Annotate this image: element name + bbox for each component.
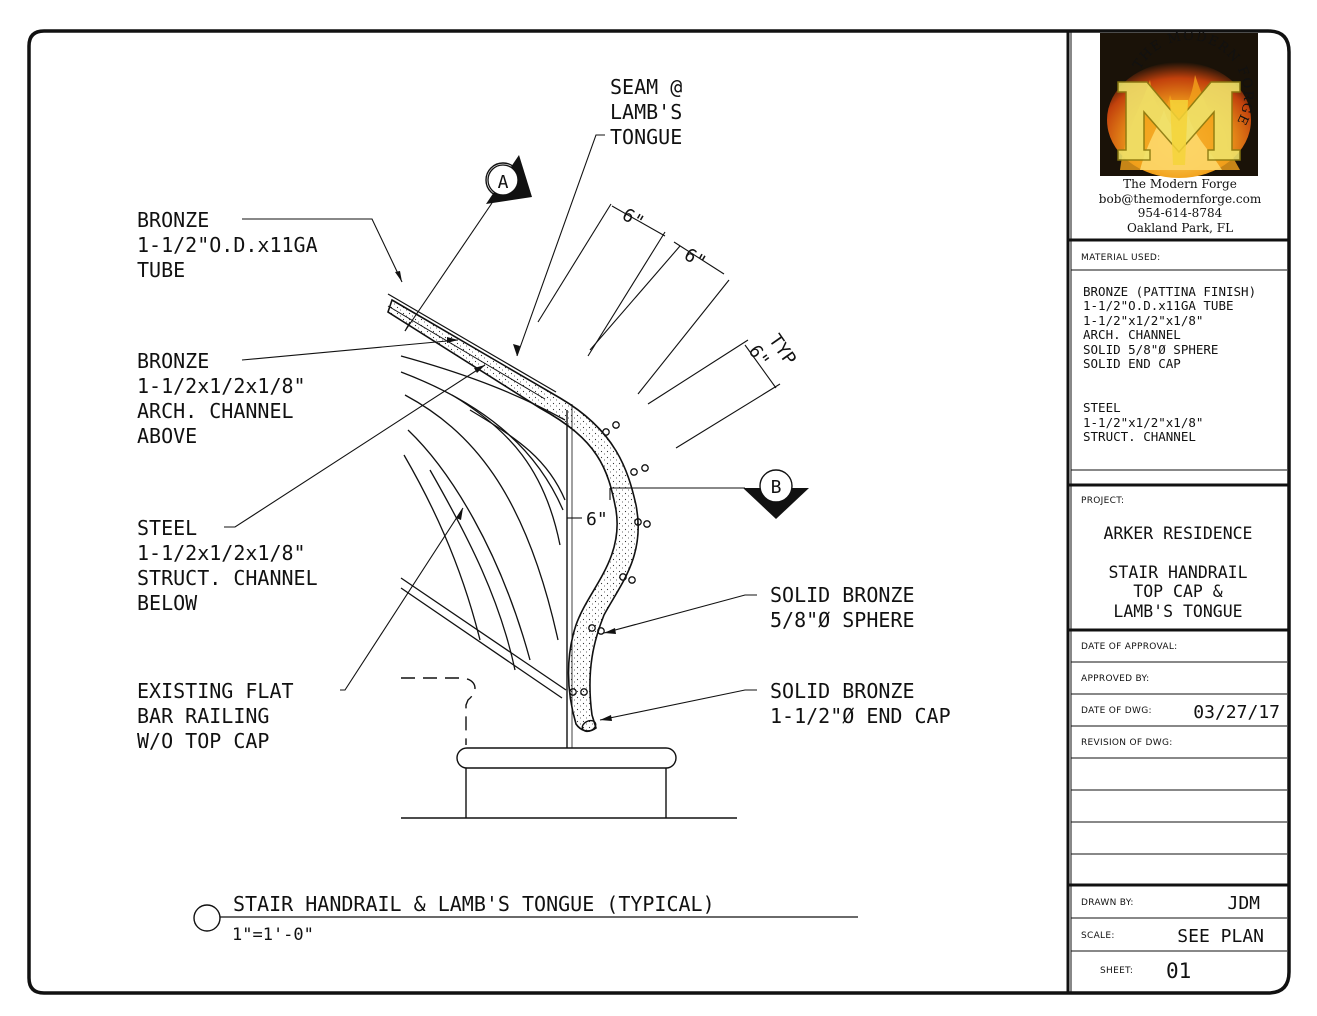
svg-text:BRONZE: BRONZE: [137, 208, 209, 232]
svg-text:ABOVE: ABOVE: [137, 424, 197, 448]
svg-text:BELOW: BELOW: [137, 591, 198, 615]
callout-steel-channel: STEEL 1-1/2x1/2x1/8" STRUCT. CHANNEL BEL…: [137, 516, 318, 615]
company-logo: THE MODERN FORGE: [1100, 29, 1258, 178]
svg-text:1-1/2"O.D.x11GA: 1-1/2"O.D.x11GA: [137, 233, 318, 257]
svg-text:LAMB'S TONGUE: LAMB'S TONGUE: [1113, 602, 1242, 621]
svg-text:1-1/2"x1/2"x1/8": 1-1/2"x1/2"x1/8": [1083, 415, 1203, 430]
section-marker-a-label: A: [498, 172, 509, 193]
svg-text:1-1/2"O.D.x11GA TUBE: 1-1/2"O.D.x11GA TUBE: [1083, 298, 1234, 313]
drawn-by-value: JDM: [1227, 893, 1260, 914]
svg-text:BRONZE (PATTINA FINISH): BRONZE (PATTINA FINISH): [1083, 284, 1256, 299]
drawn-by-label: DRAWN BY:: [1081, 898, 1134, 908]
svg-text:TUBE: TUBE: [137, 258, 185, 282]
company-location: Oakland Park, FL: [1127, 221, 1233, 235]
end-cap: [581, 719, 597, 733]
material-list: BRONZE (PATTINA FINISH) 1-1/2"O.D.x11GA …: [1083, 284, 1256, 444]
approved-by-label: APPROVED BY:: [1081, 674, 1149, 684]
svg-text:SOLID 5/8"Ø SPHERE: SOLID 5/8"Ø SPHERE: [1083, 342, 1218, 357]
sheet-value: 01: [1166, 959, 1191, 983]
drawing-title-block: STAIR HANDRAIL & LAMB'S TONGUE (TYPICAL)…: [193, 892, 858, 945]
dim-4: 6": [586, 509, 608, 530]
svg-text:STEEL: STEEL: [1083, 400, 1121, 415]
svg-text:TONGUE: TONGUE: [610, 125, 682, 149]
scale-label: SCALE:: [1081, 931, 1115, 941]
detail-bubble: [193, 904, 221, 932]
drawing-scale: 1"=1'-0": [232, 925, 314, 945]
newel-base: [401, 747, 737, 819]
svg-text:SEAM @: SEAM @: [610, 75, 682, 99]
handrail-detail: [224, 134, 781, 819]
callout-bronze-channel: BRONZE 1-1/2x1/2x1/8" ARCH. CHANNEL ABOV…: [137, 349, 306, 448]
section-marker-b-label: B: [771, 477, 782, 498]
company-phone: 954-614-8784: [1138, 206, 1223, 220]
drawing-title: STAIR HANDRAIL & LAMB'S TONGUE (TYPICAL): [233, 892, 715, 916]
leaders: [224, 134, 757, 721]
sheet-border: [27, 29, 1291, 995]
revision-label: REVISION OF DWG:: [1081, 738, 1173, 748]
svg-text:ARCH. CHANNEL: ARCH. CHANNEL: [1083, 327, 1181, 342]
project-info: ARKER RESIDENCE STAIR HANDRAIL TOP CAP &…: [1103, 524, 1252, 621]
sheet-label: SHEET:: [1100, 966, 1133, 976]
project-label: PROJECT:: [1081, 496, 1124, 506]
callout-bronze-tube: BRONZE 1-1/2"O.D.x11GA TUBE: [137, 208, 318, 282]
material-label: MATERIAL USED:: [1081, 253, 1161, 263]
svg-text:ARCH. CHANNEL: ARCH. CHANNEL: [137, 399, 294, 423]
dim-1: 6": [618, 204, 647, 233]
callout-seam: SEAM @ LAMB'S TONGUE: [610, 75, 682, 149]
approval-date-label: DATE OF APPROVAL:: [1081, 642, 1177, 652]
section-marker-a: A: [485, 155, 532, 204]
dwg-date-value: 03/27/17: [1193, 702, 1280, 723]
svg-text:STAIR HANDRAIL: STAIR HANDRAIL: [1108, 563, 1247, 582]
svg-text:5/8"Ø SPHERE: 5/8"Ø SPHERE: [770, 608, 915, 632]
title-block: [1066, 31, 1289, 993]
dwg-date-label: DATE OF DWG:: [1081, 706, 1152, 716]
svg-text:BAR RAILING: BAR RAILING: [137, 704, 269, 728]
callout-sphere: SOLID BRONZE 5/8"Ø SPHERE: [770, 583, 915, 632]
svg-text:1-1/2x1/2x1/8": 1-1/2x1/2x1/8": [137, 374, 306, 398]
svg-text:TOP CAP &: TOP CAP &: [1133, 582, 1222, 601]
company-name: The Modern Forge: [1123, 177, 1237, 191]
svg-text:1-1/2x1/2x1/8": 1-1/2x1/2x1/8": [137, 541, 306, 565]
svg-text:EXISTING FLAT: EXISTING FLAT: [137, 679, 294, 703]
svg-text:BRONZE: BRONZE: [137, 349, 209, 373]
company-info: The Modern Forge bob@themodernforge.com …: [1099, 177, 1262, 235]
svg-text:SOLID END CAP: SOLID END CAP: [1083, 356, 1181, 371]
sphere-bolts: [569, 421, 651, 696]
hidden-line: [401, 677, 476, 745]
scale-value: SEE PLAN: [1177, 926, 1264, 947]
section-marker-b: B: [743, 469, 809, 519]
company-email[interactable]: bob@themodernforge.com: [1099, 192, 1262, 206]
project-name: ARKER RESIDENCE: [1103, 524, 1252, 543]
svg-text:SOLID BRONZE: SOLID BRONZE: [770, 679, 915, 703]
svg-text:1-1/2"x1/2"x1/8": 1-1/2"x1/2"x1/8": [1083, 313, 1203, 328]
svg-text:STRUCT. CHANNEL: STRUCT. CHANNEL: [137, 566, 318, 590]
flat-bar-railing: [400, 355, 567, 699]
dim-typ: TYP: [764, 331, 800, 370]
dimension-lines: [537, 203, 781, 519]
svg-text:W/O TOP CAP: W/O TOP CAP: [137, 729, 269, 753]
svg-text:1-1/2"Ø END CAP: 1-1/2"Ø END CAP: [770, 704, 951, 728]
svg-text:STEEL: STEEL: [137, 516, 197, 540]
svg-text:STRUCT. CHANNEL: STRUCT. CHANNEL: [1083, 429, 1196, 444]
callout-existing-railing: EXISTING FLAT BAR RAILING W/O TOP CAP: [137, 679, 294, 753]
svg-text:LAMB'S: LAMB'S: [610, 100, 682, 124]
svg-text:SOLID BRONZE: SOLID BRONZE: [770, 583, 915, 607]
callout-end-cap: SOLID BRONZE 1-1/2"Ø END CAP: [770, 679, 951, 728]
